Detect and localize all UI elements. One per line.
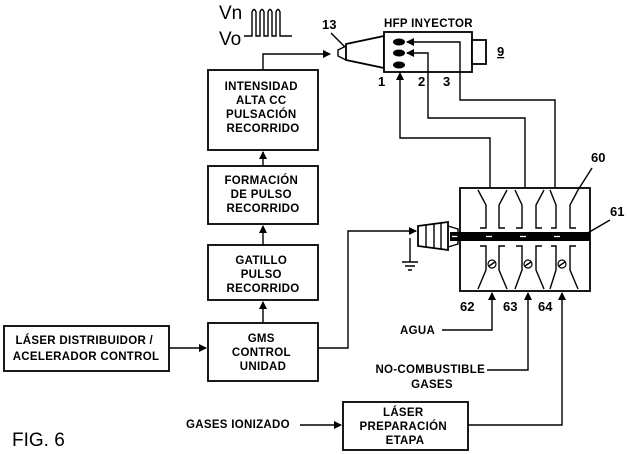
lower-valve-1 (477, 245, 508, 290)
ref-63-label: 63 (503, 299, 517, 314)
port-2-label: 2 (418, 74, 425, 89)
motor-coupler (447, 225, 459, 248)
gas-manifold: 60 61 62 63 64 (402, 150, 624, 314)
ref-62-label: 62 (460, 299, 474, 314)
ionized-gas-label: GASES IONIZADO (186, 419, 290, 431)
intensity-block (207, 69, 319, 151)
valve-screw-3-slot (558, 261, 566, 267)
non-combustible-label: NO-COMBUSTIBLE GASES (375, 364, 488, 391)
pulse-formation-block-label: FORMACIÓN DE PULSO RECORRIDO (224, 174, 301, 215)
upper-valve-2 (514, 189, 545, 229)
ref-13-leader (330, 32, 346, 48)
signal-vo-label: Vo (219, 29, 241, 50)
intensity-to-injector-arrow (262, 50, 331, 70)
feed-line-1 (396, 72, 491, 188)
ref-60-label: 60 (591, 150, 605, 165)
injector-cap (471, 39, 487, 65)
trigger-block-label: GATILLO PULSO RECORRIDO (227, 255, 300, 295)
upper-valve-3 (549, 189, 579, 229)
feed-line-3 (406, 38, 556, 188)
injector-port-1 (393, 61, 405, 69)
water-feed-line (442, 292, 496, 331)
valve-screw-1-slot (488, 261, 496, 267)
laser-distributor-block-label: LÁSER DISTRIBUIDOR / ACELERADOR CONTROL (13, 334, 160, 363)
ref-64-label: 64 (538, 299, 553, 314)
injector-port-3 (393, 38, 405, 46)
upper-valve-1 (477, 189, 508, 229)
intensity-block-label: INTENSIDAD ALTA CC PULSACIÓN RECORRIDO (225, 81, 302, 135)
non-combustible-feed-line (487, 292, 532, 371)
injector-nozzle (345, 34, 385, 70)
port-1-label: 1 (378, 74, 385, 89)
pulse-train-line (244, 8, 292, 37)
port-3-label: 3 (443, 74, 450, 89)
feed-line-2 (406, 49, 526, 188)
pulse-formation-block (207, 165, 319, 225)
injector-title: HFP INYECTOR (384, 18, 473, 30)
laser-distributor-block (3, 325, 170, 372)
water-input-label: AGUA (400, 325, 435, 337)
pulse-waveform: Vn Vo (219, 3, 292, 50)
lower-valve-3 (549, 245, 579, 290)
ref-60-leader (577, 167, 593, 191)
ref-9-label: 9 (497, 44, 504, 59)
ref-61-leader (585, 219, 611, 235)
valve-screw-2-slot (524, 261, 532, 267)
gms-control-block (207, 322, 319, 382)
trigger-block (207, 244, 319, 301)
laser-prep-block (342, 401, 469, 451)
laser-prep-block-label: LÁSER PREPARACIÓN ETAPA (360, 406, 451, 447)
gms-control-block-label: GMS CONTROL UNIDAD (232, 333, 294, 373)
lower-valve-2 (514, 245, 545, 290)
actuator-motor (417, 220, 449, 252)
injector-port-2 (393, 49, 405, 57)
ref-13-label: 13 (322, 17, 336, 32)
hfp-injector: HFP INYECTOR 13 9 1 2 3 (322, 17, 504, 89)
signal-vn-label: Vn (219, 3, 242, 24)
laser-to-manifold-line (468, 292, 566, 426)
injector-tip (337, 44, 347, 62)
gms-to-actuator-wire (318, 227, 417, 349)
figure-label: FIG. 6 (12, 430, 65, 451)
ref-61-label: 61 (610, 204, 624, 219)
ground-symbol (402, 261, 418, 271)
